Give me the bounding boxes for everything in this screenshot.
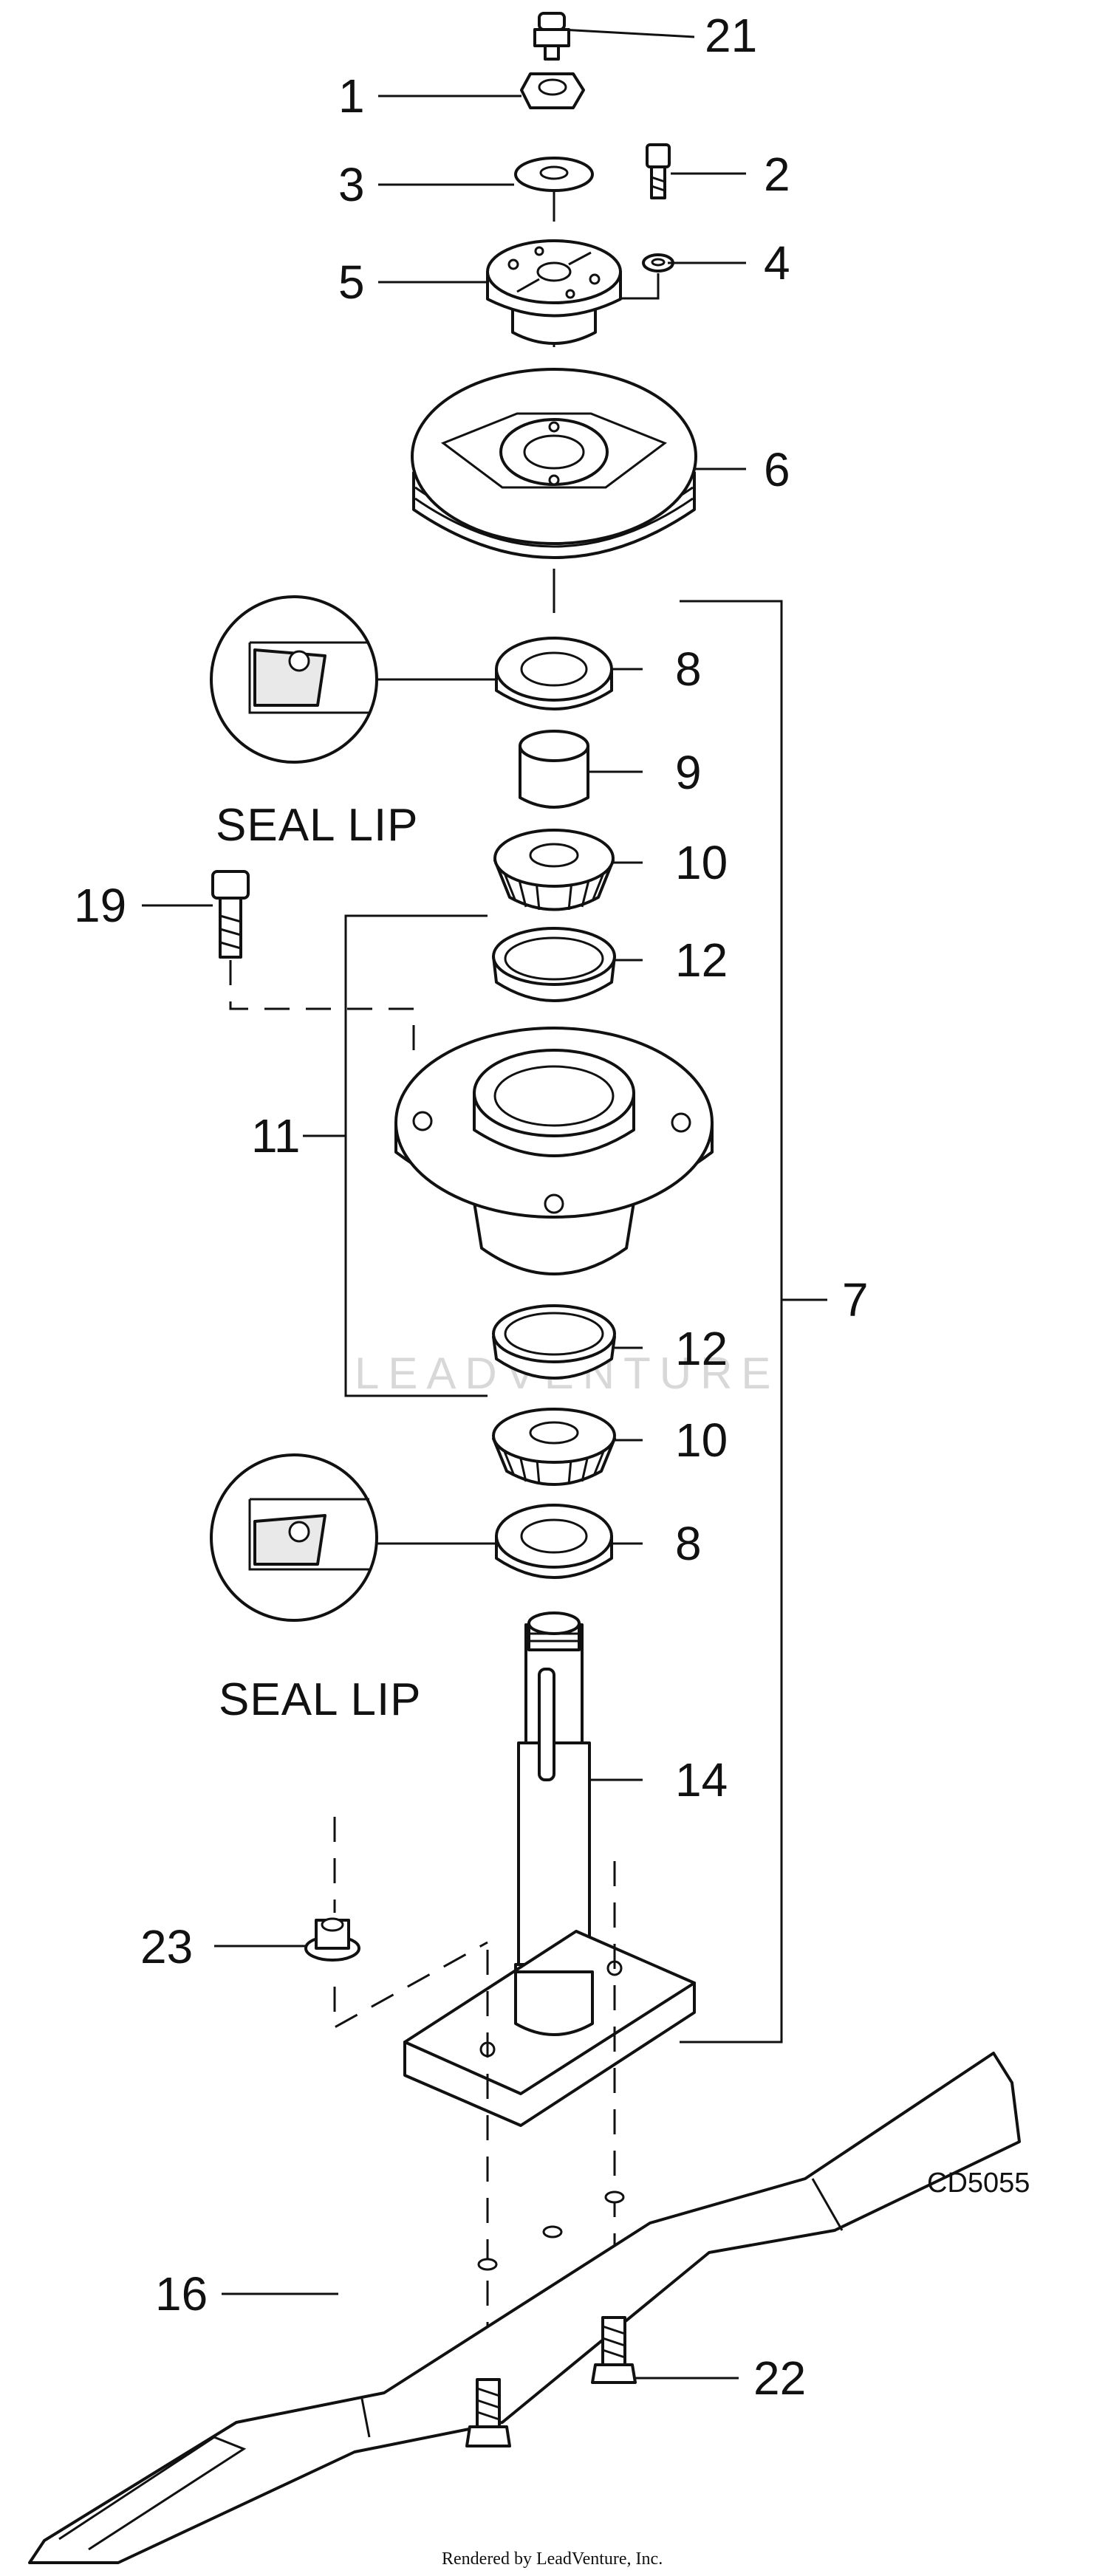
seal-lip-label-top: SEAL LIP	[216, 800, 419, 851]
hub-part	[486, 239, 622, 345]
pulley-part	[411, 368, 697, 559]
blade-bolt-part-left	[465, 2378, 511, 2447]
seal-lip-detail-top	[210, 595, 378, 764]
nut-part	[520, 72, 585, 109]
callout-4: 4	[764, 236, 790, 290]
callout-14: 14	[675, 1753, 728, 1806]
seal-part-bottom	[495, 1504, 613, 1579]
footer-credit: Rendered by LeadVenture, Inc.	[442, 2549, 663, 2569]
callout-9: 9	[675, 746, 702, 799]
spindle-shaft-part	[514, 1611, 594, 2036]
callout-23: 23	[140, 1920, 193, 1973]
spindle-housing-part	[394, 1027, 714, 1275]
spindle-plate-part	[403, 1930, 696, 2127]
callout-22: 22	[753, 2351, 806, 2405]
callout-8-top: 8	[675, 643, 702, 696]
callout-5: 5	[338, 256, 365, 309]
seal-lip-detail-bottom	[210, 1453, 378, 1622]
bolt-part	[646, 143, 671, 199]
callout-12-bottom: 12	[675, 1322, 728, 1375]
bearing-cone-part-top	[493, 829, 615, 911]
seal-part-top	[495, 637, 613, 710]
callout-8-bottom: 8	[675, 1517, 702, 1570]
bearing-cup-part-top	[492, 927, 616, 1002]
spacer-part	[519, 730, 589, 809]
callout-10-top: 10	[675, 836, 728, 889]
washer-part	[514, 157, 594, 192]
callout-12-top: 12	[675, 934, 728, 987]
grease-fitting-part	[533, 12, 570, 61]
bearing-cup-part-bottom	[492, 1304, 616, 1380]
lock-washer-part	[642, 253, 674, 273]
callout-11: 11	[251, 1109, 300, 1162]
callout-16: 16	[155, 2267, 208, 2320]
callout-7: 7	[842, 1273, 869, 1326]
diagram-code: CD5055	[927, 2168, 1030, 2199]
callout-19: 19	[74, 879, 126, 932]
callout-21: 21	[705, 9, 757, 62]
callout-6: 6	[764, 443, 790, 496]
callout-10-bottom: 10	[675, 1414, 728, 1467]
callout-3: 3	[338, 158, 365, 211]
bearing-cone-part-bottom	[492, 1408, 616, 1486]
mower-blade-part	[28, 2052, 1021, 2564]
callout-1: 1	[338, 69, 365, 123]
seal-lip-label-bottom: SEAL LIP	[219, 1674, 422, 1725]
flange-nut-part	[304, 1917, 360, 1962]
mounting-bolt-part	[211, 870, 250, 959]
blade-bolt-part-right	[591, 2316, 637, 2384]
callout-2: 2	[764, 148, 790, 201]
